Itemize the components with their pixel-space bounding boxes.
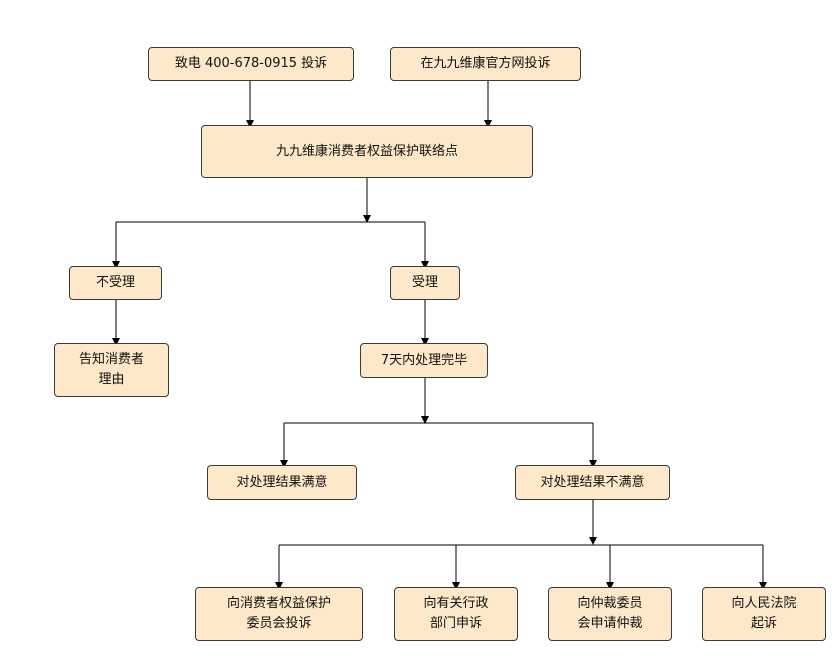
- satisfied-label: 对处理结果满意: [236, 474, 328, 490]
- consumer-committee-label: 向消费者权益保护 委员会投诉: [226, 596, 331, 631]
- dissatisfied-label: 对处理结果不满意: [540, 474, 645, 490]
- not-accepted-box: 不受理: [69, 266, 162, 300]
- phone-complaint-label: 致电 400-678-0915 投诉: [174, 56, 328, 71]
- dissatisfied-box: 对处理结果不满意: [515, 465, 670, 500]
- contact-point-label: 九九维康消费者权益保护联络点: [275, 143, 458, 159]
- web-complaint-label: 在九九维康官方网投诉: [420, 56, 551, 71]
- admin-department-label: 向有关行政 部门申诉: [423, 596, 489, 631]
- notify-reason-box: 告知消费者 理由: [54, 343, 169, 397]
- admin-department-box: 向有关行政 部门申诉: [394, 587, 518, 641]
- accepted-label: 受理: [411, 275, 438, 290]
- consumer-committee-box: 向消费者权益保护 委员会投诉: [195, 587, 363, 641]
- contact-point-box: 九九维康消费者权益保护联络点: [201, 125, 533, 178]
- arbitration-label: 向仲裁委员 会申请仲裁: [577, 596, 643, 631]
- satisfied-box: 对处理结果满意: [207, 465, 357, 500]
- process-7-days-box: 7天内处理完毕: [360, 343, 488, 378]
- notify-reason-label: 告知消费者 理由: [78, 352, 144, 387]
- phone-complaint-box: 致电 400-678-0915 投诉: [148, 47, 354, 81]
- arbitration-box: 向仲裁委员 会申请仲裁: [548, 587, 672, 641]
- court-box: 向人民法院 起诉: [702, 587, 826, 641]
- process-7-days-label: 7天内处理完毕: [380, 352, 468, 368]
- accepted-box: 受理: [390, 266, 460, 300]
- not-accepted-label: 不受理: [95, 275, 135, 290]
- web-complaint-box: 在九九维康官方网投诉: [390, 47, 581, 81]
- court-label: 向人民法院 起诉: [731, 596, 797, 631]
